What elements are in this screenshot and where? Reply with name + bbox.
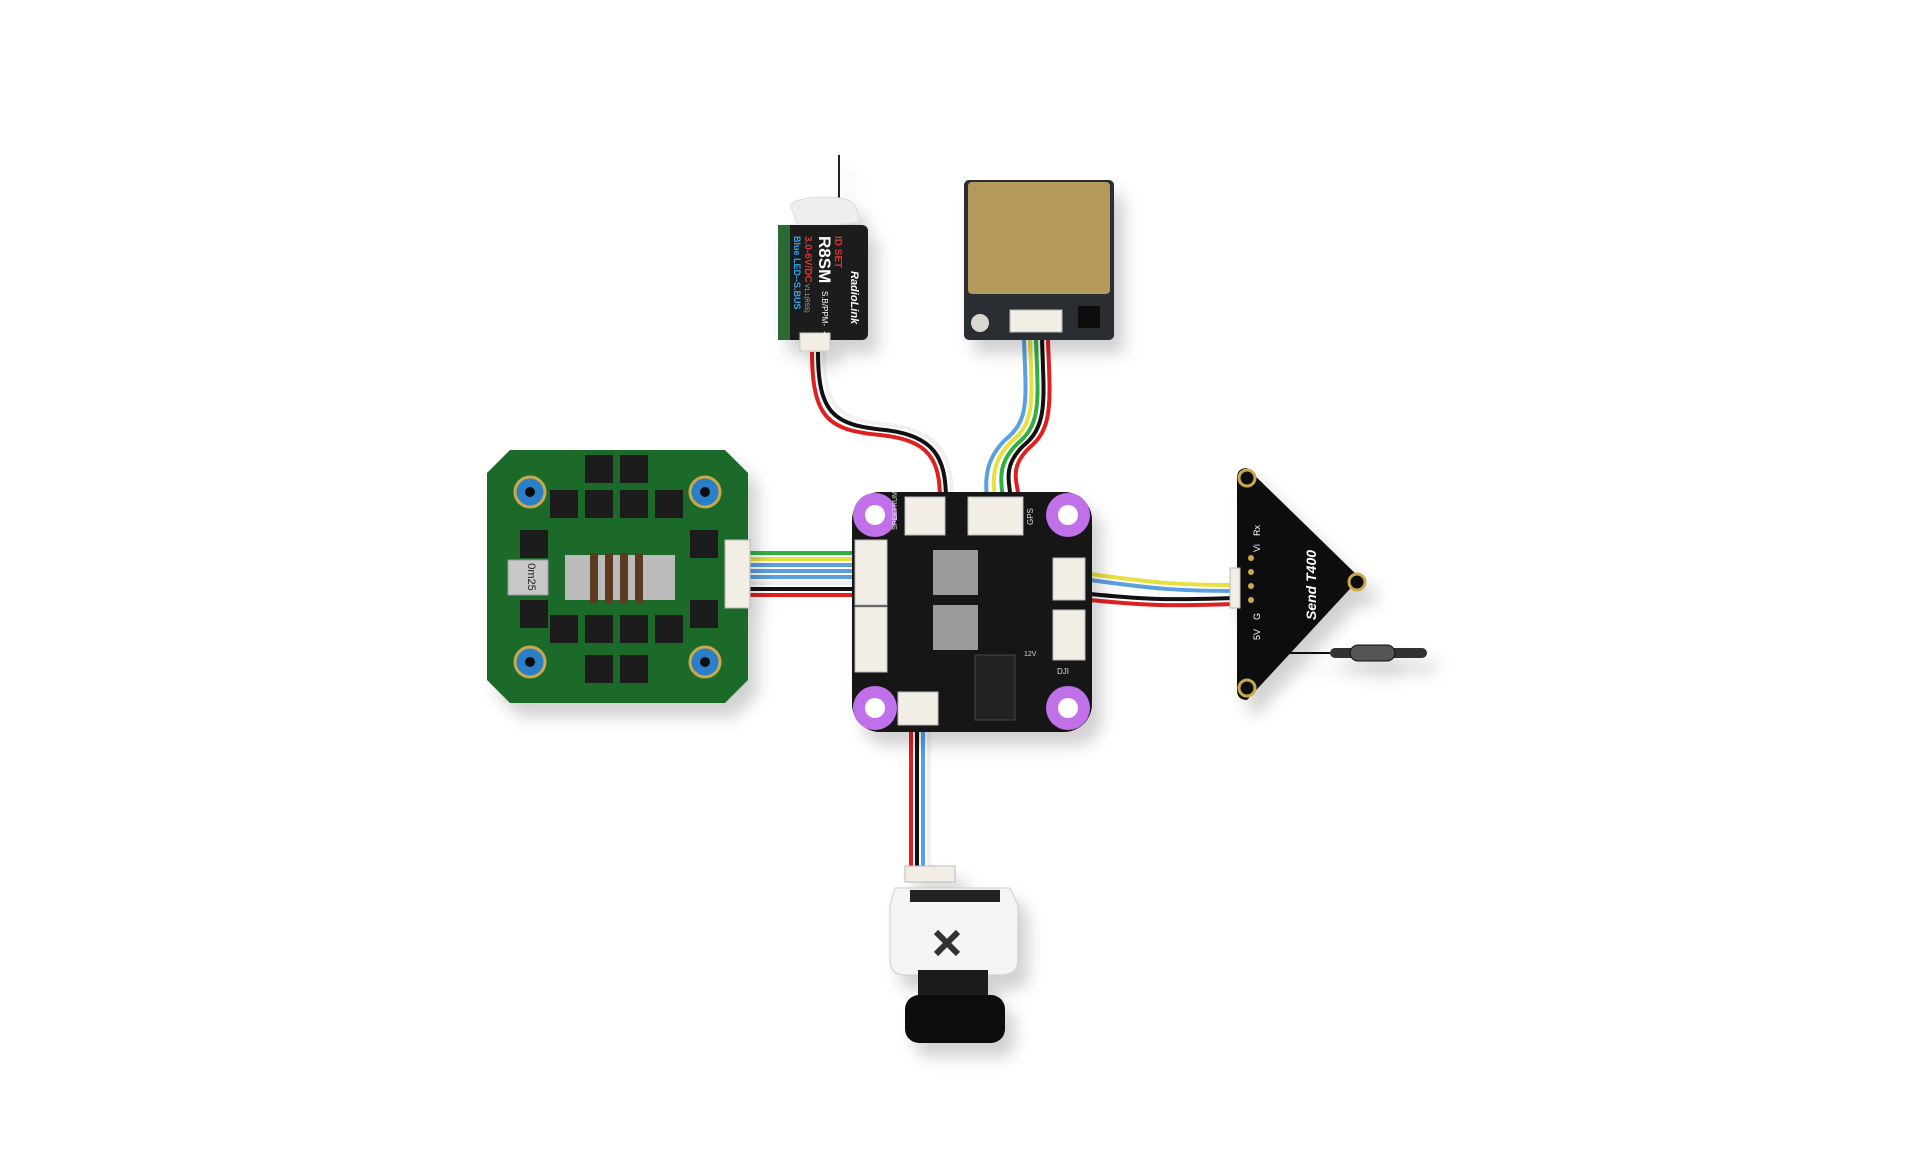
vtx-pin-5v: 5V: [1252, 629, 1262, 640]
receiver-r8sm: ID SET R8SM 3.0-6V/DC Blue LED--S.BUS V1…: [778, 155, 868, 352]
flight-controller: SPEKTRUM GPS DJI 12V: [852, 491, 1092, 732]
esc-board: 0m25: [487, 450, 751, 703]
port-label-spektrum: SPEKTRUM: [892, 491, 899, 530]
wire-fc-to-vtx: [1089, 572, 1237, 608]
receiver-brand: RadioLink: [848, 271, 860, 325]
esc-shunt-label: 0m25: [525, 563, 537, 591]
vtx-brand: Send T400: [1303, 550, 1319, 620]
receiver-led-label: Blue LED--S.BUS: [792, 236, 802, 310]
vtx-pin-g: G: [1252, 613, 1262, 620]
vtx-pin-vi: Vi: [1252, 544, 1262, 552]
vtx-pin-rx: Rx: [1252, 525, 1262, 536]
wire-gps-to-fc: [984, 339, 1052, 501]
wire-esc-to-fc: [748, 551, 856, 597]
receiver-signal-pin: S.B/PPM-: [820, 291, 829, 326]
fpv-camera: [889, 865, 1019, 1043]
receiver-version: V1.1(RSS): [803, 284, 809, 313]
vtx-send-t400: 5V G Vi Rx Send T400: [1229, 468, 1427, 700]
receiver-voltage: 3.0-6V/DC: [802, 236, 813, 283]
port-label-gps: GPS: [1026, 508, 1035, 525]
receiver-power-pins: + -: [820, 331, 829, 341]
port-label-dji: DJI: [1057, 667, 1069, 676]
wire-receiver-to-fc: [810, 351, 954, 501]
receiver-id-set: ID SET: [832, 236, 843, 268]
wire-fc-to-camera: [909, 730, 941, 870]
gps-module: [964, 180, 1114, 340]
port-label-12v: 12V: [1024, 651, 1037, 658]
receiver-model: R8SM: [815, 236, 834, 283]
